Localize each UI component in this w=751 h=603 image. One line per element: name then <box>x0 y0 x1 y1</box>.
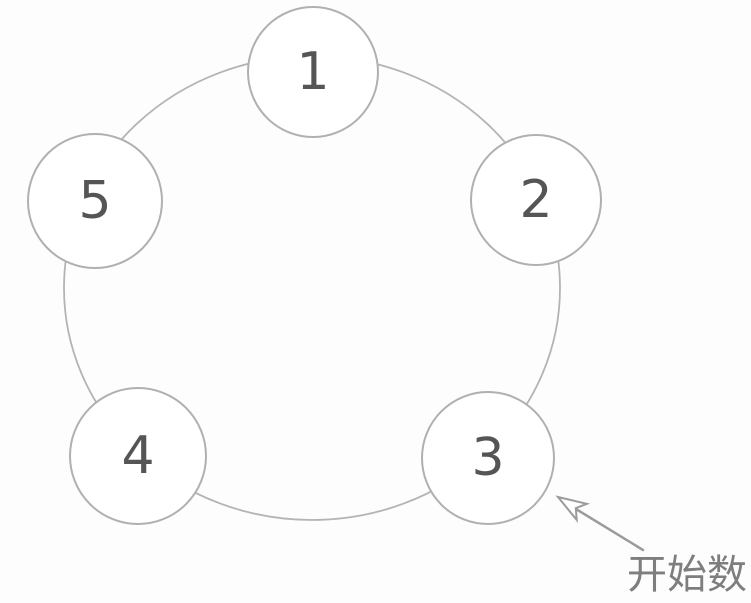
annotation-arrow-shaft <box>574 507 645 552</box>
node-1: 1 <box>247 6 379 138</box>
node-5-label: 5 <box>78 171 112 231</box>
node-5: 5 <box>27 133 163 269</box>
annotation-arrow-head <box>555 495 591 523</box>
node-3: 3 <box>421 391 555 525</box>
annotation-label: 开始数 <box>627 552 747 598</box>
node-1-label: 1 <box>296 42 330 102</box>
node-4-label: 4 <box>121 426 155 486</box>
node-4: 4 <box>69 387 207 525</box>
node-3-label: 3 <box>471 428 505 488</box>
node-2-label: 2 <box>519 170 553 230</box>
node-2: 2 <box>470 134 602 266</box>
